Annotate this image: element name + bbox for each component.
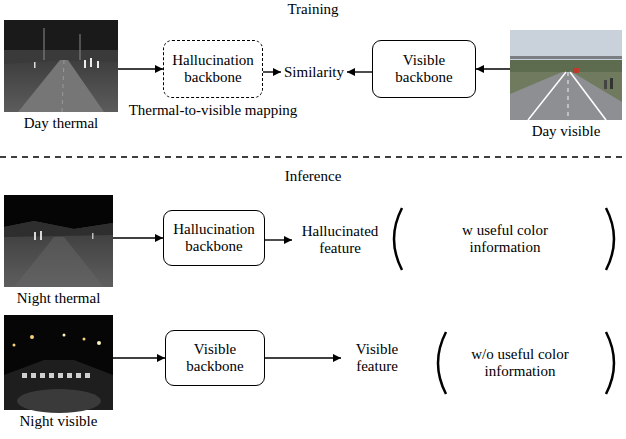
annotation: Thermal-to-visible mapping	[129, 102, 298, 119]
right-parenthesis	[606, 332, 614, 394]
section-title: Inference	[285, 168, 342, 185]
image-panel: Day visible	[510, 30, 622, 120]
image-panel: Day thermal	[4, 20, 118, 112]
night-thermal-image	[4, 195, 113, 287]
node-label: Similarity	[284, 64, 344, 81]
text-node: Hallucinated feature	[295, 223, 385, 257]
image-panel: Night visible	[4, 315, 113, 410]
annotation: w useful color information	[440, 222, 570, 256]
right-parenthesis	[606, 208, 614, 270]
arrow-connector	[113, 237, 163, 238]
image-caption: Night visible	[0, 413, 133, 430]
left-parenthesis	[438, 332, 446, 394]
day-thermal-image	[4, 20, 118, 112]
section-separator	[0, 156, 626, 158]
arrow-connector	[476, 68, 510, 69]
arrow-connector	[265, 357, 341, 358]
day-visible-image	[510, 30, 622, 120]
arrow-connector	[265, 239, 292, 240]
image-panel: Night thermal	[4, 195, 113, 287]
image-caption: Night thermal	[0, 290, 133, 307]
left-parenthesis	[394, 208, 402, 270]
node-label: Hallucinated feature	[295, 223, 385, 257]
image-caption: Day visible	[490, 123, 626, 140]
box-label: Hallucination backbone	[170, 52, 256, 86]
arrow-connector	[113, 357, 165, 358]
annotation: w/o useful color information	[455, 346, 585, 380]
arrow-connector	[118, 68, 163, 69]
night-visible-image	[4, 315, 113, 413]
process-box: Visible backbone	[372, 40, 476, 98]
process-box: Hallucination backbone	[163, 210, 265, 266]
box-label: Visible backbone	[379, 52, 469, 86]
text-node: Similarity	[284, 64, 344, 81]
process-box: Hallucination backbone	[163, 40, 263, 98]
node-label: Visible feature	[344, 341, 410, 375]
process-box: Visible backbone	[165, 330, 265, 386]
text-node: Visible feature	[344, 341, 410, 375]
section-title: Training	[287, 1, 338, 18]
image-caption: Day thermal	[0, 115, 138, 132]
arrow-connector	[347, 71, 372, 72]
box-label: Hallucination backbone	[170, 221, 258, 255]
box-label: Visible backbone	[172, 341, 258, 375]
arrow-connector	[263, 71, 281, 72]
